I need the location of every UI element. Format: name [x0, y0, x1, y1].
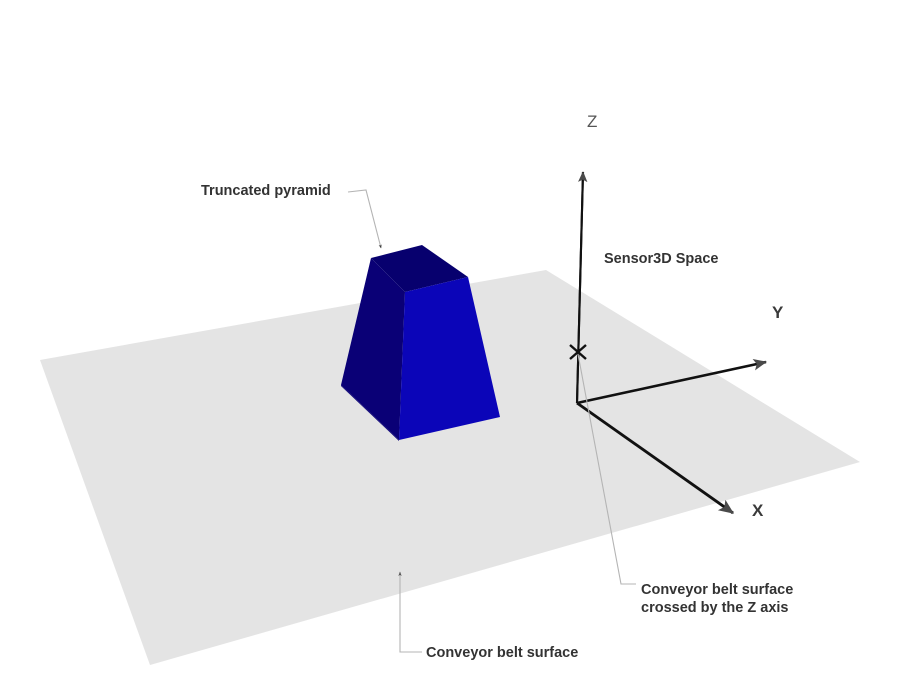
- axis-label-y: Y: [772, 303, 784, 322]
- sensor3d-space-label: Sensor3D Space: [604, 251, 719, 267]
- truncated-pyramid: [341, 245, 500, 441]
- y-axis: [576, 358, 768, 405]
- callout-conveyor-belt-surface-z-line1: Conveyor belt surface: [641, 582, 794, 598]
- callout-conveyor-belt-surface: Conveyor belt surface: [426, 645, 579, 661]
- axis-label-x: X: [752, 501, 764, 520]
- leader-truncated-pyramid: [347, 189, 382, 249]
- leader-conveyor-belt-surface: [398, 571, 422, 653]
- x-axis: [576, 401, 734, 515]
- conveyor-belt-surface: [40, 270, 860, 665]
- z-plane-crossing-marker: [569, 344, 587, 360]
- leader-conveyor-belt-surface-z: [577, 353, 636, 585]
- axis-label-z: Z: [587, 112, 598, 131]
- callout-truncated-pyramid: Truncated pyramid: [201, 183, 331, 199]
- callout-conveyor-belt-surface-z-line2: crossed by the Z axis: [641, 600, 789, 616]
- z-axis: [569, 171, 588, 404]
